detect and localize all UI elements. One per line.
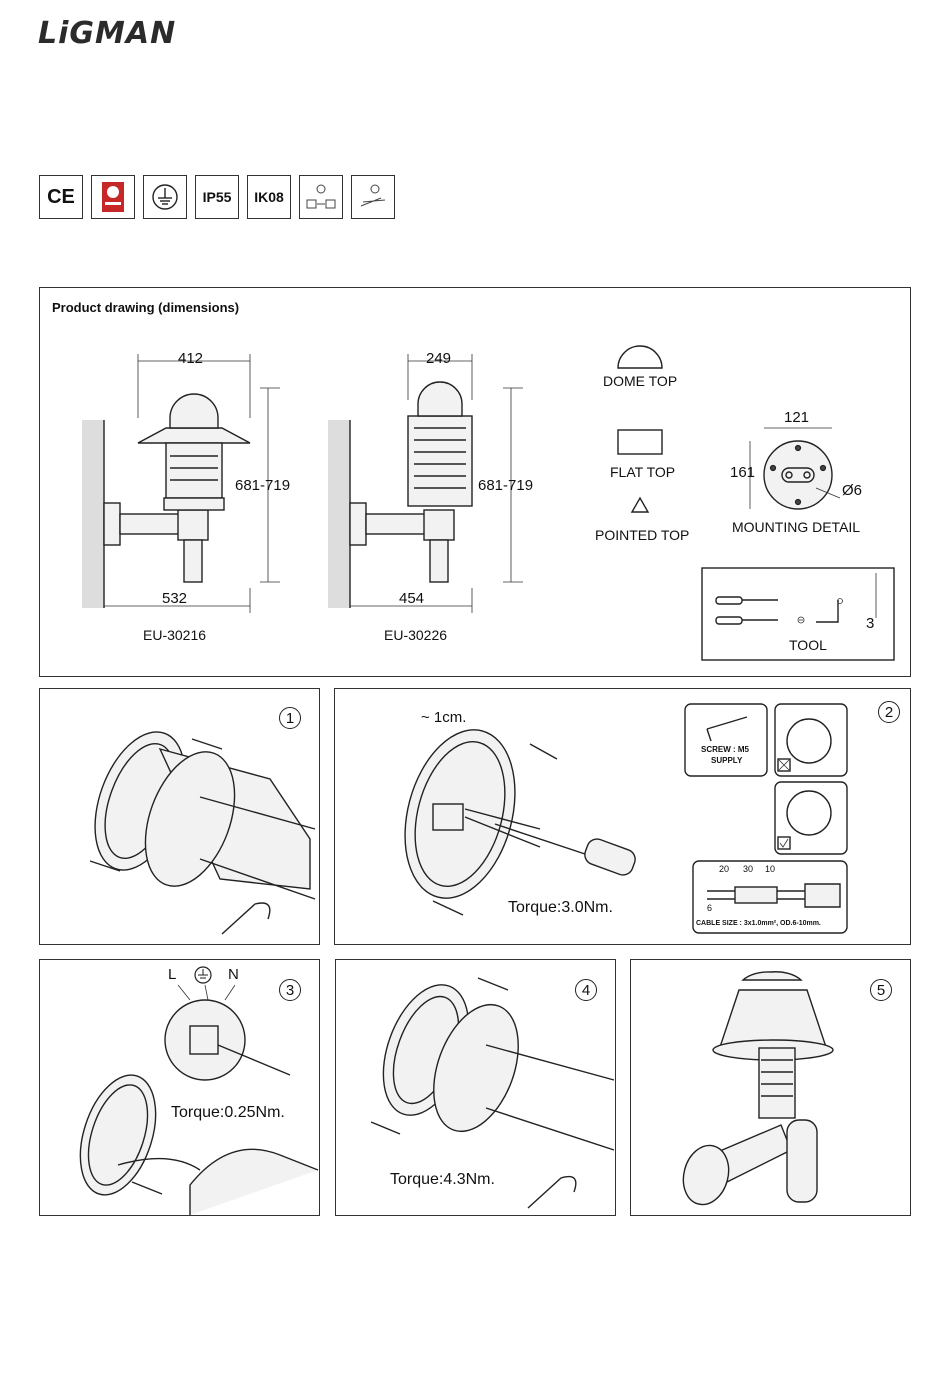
cert-earth — [143, 175, 187, 219]
product-drawing-panel: Product drawing (dimensions) — [39, 287, 911, 677]
step-3-panel: 3 L N Torque:0.25Nm. — [39, 959, 320, 1216]
pointed-top-label: POINTED TOP — [595, 527, 689, 543]
tool-label: TOOL — [789, 637, 827, 653]
step-4-panel: 4 Torque:4.3Nm. — [335, 959, 616, 1216]
model-b-height: 681-719 — [478, 477, 533, 494]
tools-icon — [355, 180, 391, 214]
ce-mark-icon: CE — [47, 186, 75, 209]
dome-top-label: DOME TOP — [603, 373, 677, 389]
step-1-illustration — [40, 689, 319, 944]
mounting-detail-label: MOUNTING DETAIL — [732, 519, 860, 535]
model-a-width: 412 — [178, 350, 203, 367]
mounting-height: 161 — [730, 464, 755, 481]
model-b-depth: 454 — [399, 590, 424, 607]
model-a-code: EU-30216 — [143, 627, 206, 643]
mounting-hole: Ø6 — [842, 482, 862, 499]
cert-ip55: IP55 — [195, 175, 239, 219]
cert-tools — [351, 175, 395, 219]
step-4-illustration — [336, 960, 615, 1215]
dimension-drawings — [40, 288, 910, 676]
cable-dim-6: 6 — [707, 903, 712, 913]
step-2-panel: 2 ~ 1cm. Torque:3.0Nm. SCREW : M5 SUPPLY… — [334, 688, 911, 945]
quality-mark-icon — [96, 180, 130, 214]
tool-size: 3 — [866, 615, 874, 632]
cert-installer — [299, 175, 343, 219]
cert-ce-mark: CE — [39, 175, 83, 219]
brand-logo: LiGMAN — [38, 16, 176, 51]
screw-supply-label: SUPPLY — [711, 756, 742, 765]
cert-ik08: IK08 — [247, 175, 291, 219]
model-b-width: 249 — [426, 350, 451, 367]
model-a-depth: 532 — [162, 590, 187, 607]
model-b-code: EU-30226 — [384, 627, 447, 643]
cable-dim-20: 20 — [719, 864, 729, 874]
step-5-illustration — [631, 960, 910, 1215]
model-a-height: 681-719 — [235, 477, 290, 494]
step-3-illustration — [40, 960, 319, 1215]
cable-size-label: CABLE SIZE : 3x1.0mm², OD.6-10mm. — [696, 920, 821, 927]
mounting-width: 121 — [784, 409, 809, 426]
step-2-illustration — [335, 689, 910, 944]
cable-dim-30: 30 — [743, 864, 753, 874]
cable-dim-10: 10 — [765, 864, 775, 874]
flat-top-label: FLAT TOP — [610, 464, 675, 480]
earth-symbol-icon — [150, 182, 180, 212]
screw-label: SCREW : M5 — [701, 745, 749, 754]
step-1-panel: 1 — [39, 688, 320, 945]
installation-person-icon — [303, 180, 339, 214]
cert-quality-mark — [91, 175, 135, 219]
step-5-panel: 5 — [630, 959, 911, 1216]
